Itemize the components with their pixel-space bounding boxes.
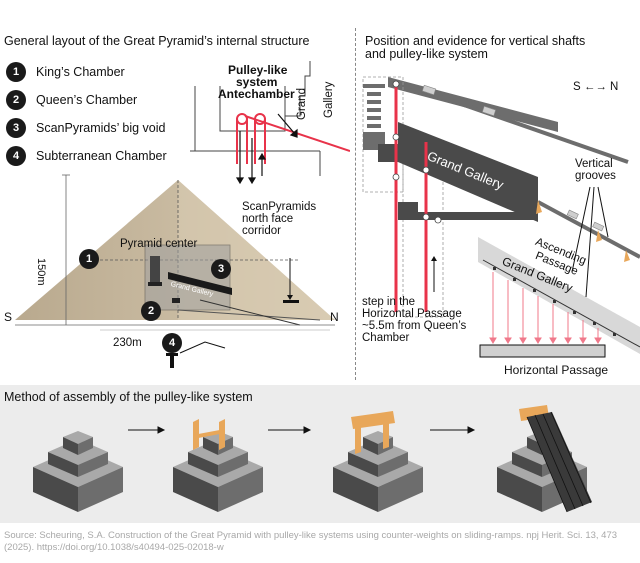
pulley-inset-diagram (190, 61, 350, 185)
north-label: N (330, 310, 339, 324)
legend-item-kings-chamber: 1 King’s Chamber (6, 62, 125, 82)
pyramid-center-label: Pyramid center (120, 238, 198, 250)
assembly-step-2 (173, 419, 263, 512)
legend-number-2: 2 (6, 90, 26, 110)
inset-label-pulley-like: Pulley-like (228, 63, 288, 77)
source-citation: Source: Scheuring, S.A. Construction of … (4, 530, 618, 553)
inset-label-system: system (236, 75, 278, 89)
legend-label: Subterranean Chamber (36, 149, 167, 163)
step-note-line-4: Chamber (362, 332, 410, 344)
horizontal-passage-bar (479, 344, 606, 358)
inset-label-gallery: Gallery (323, 81, 335, 118)
pyramid-cross-section (15, 174, 335, 368)
grand-gallery-slab (168, 272, 232, 295)
height-label: 150m (35, 258, 47, 286)
assembly-step-1 (33, 431, 123, 512)
step-note-line-1: step in the (362, 296, 416, 308)
legend-number-3: 3 (6, 118, 26, 138)
assembly-steps-diagram (33, 405, 592, 513)
marker-1: 1 (79, 249, 99, 269)
marker-3: 3 (211, 259, 231, 279)
legend-number-1: 1 (6, 62, 26, 82)
horizontal-passage-label: Horizontal Passage (504, 363, 609, 377)
corridor-label-3: corridor (242, 225, 281, 237)
assembly-title: Method of assembly of the pulley-like sy… (4, 390, 253, 404)
marker-4: 4 (162, 333, 182, 353)
left-panel-title: General layout of the Great Pyramid’s in… (4, 34, 310, 48)
step-note-line-2: Horizontal Passage (362, 308, 462, 320)
inset-label-grand: Grand (296, 88, 308, 120)
shaft-evidence-diagram (362, 76, 640, 358)
vertical-grooves-label-1: Vertical (575, 158, 613, 170)
inset-label-antechamber: Antechamber (218, 87, 295, 101)
legend-item-big-void: 3 ScanPyramids’ big void (6, 118, 165, 138)
legend-label: ScanPyramids’ big void (36, 121, 166, 135)
right-panel-title-2: and pulley-like system (365, 47, 488, 61)
assembly-step-3 (333, 411, 423, 512)
right-panel-title-1: Position and evidence for vertical shaft… (365, 34, 586, 48)
vertical-grooves-label-2: grooves (575, 170, 616, 182)
legend-number-4: 4 (6, 146, 26, 166)
legend-label: King’s Chamber (36, 65, 125, 79)
corridor-label-1: ScanPyramids (242, 201, 317, 213)
legend-label: Queen’s Chamber (36, 93, 138, 107)
grand-gallery-dark-slab (398, 122, 538, 222)
corridor-label-2: north face (242, 213, 294, 225)
compass-label: S ←→ N (573, 81, 619, 93)
step-note-line-3: ~5.5m from Queen’s (362, 320, 467, 332)
base-label: 230m (113, 337, 142, 349)
marker-2: 2 (141, 301, 161, 321)
south-label: S (4, 310, 13, 324)
panel-divider (355, 28, 356, 380)
assembly-step-4 (497, 405, 592, 513)
legend-item-queens-chamber: 2 Queen’s Chamber (6, 90, 137, 110)
legend-item-subterranean-chamber: 4 Subterranean Chamber (6, 146, 167, 166)
